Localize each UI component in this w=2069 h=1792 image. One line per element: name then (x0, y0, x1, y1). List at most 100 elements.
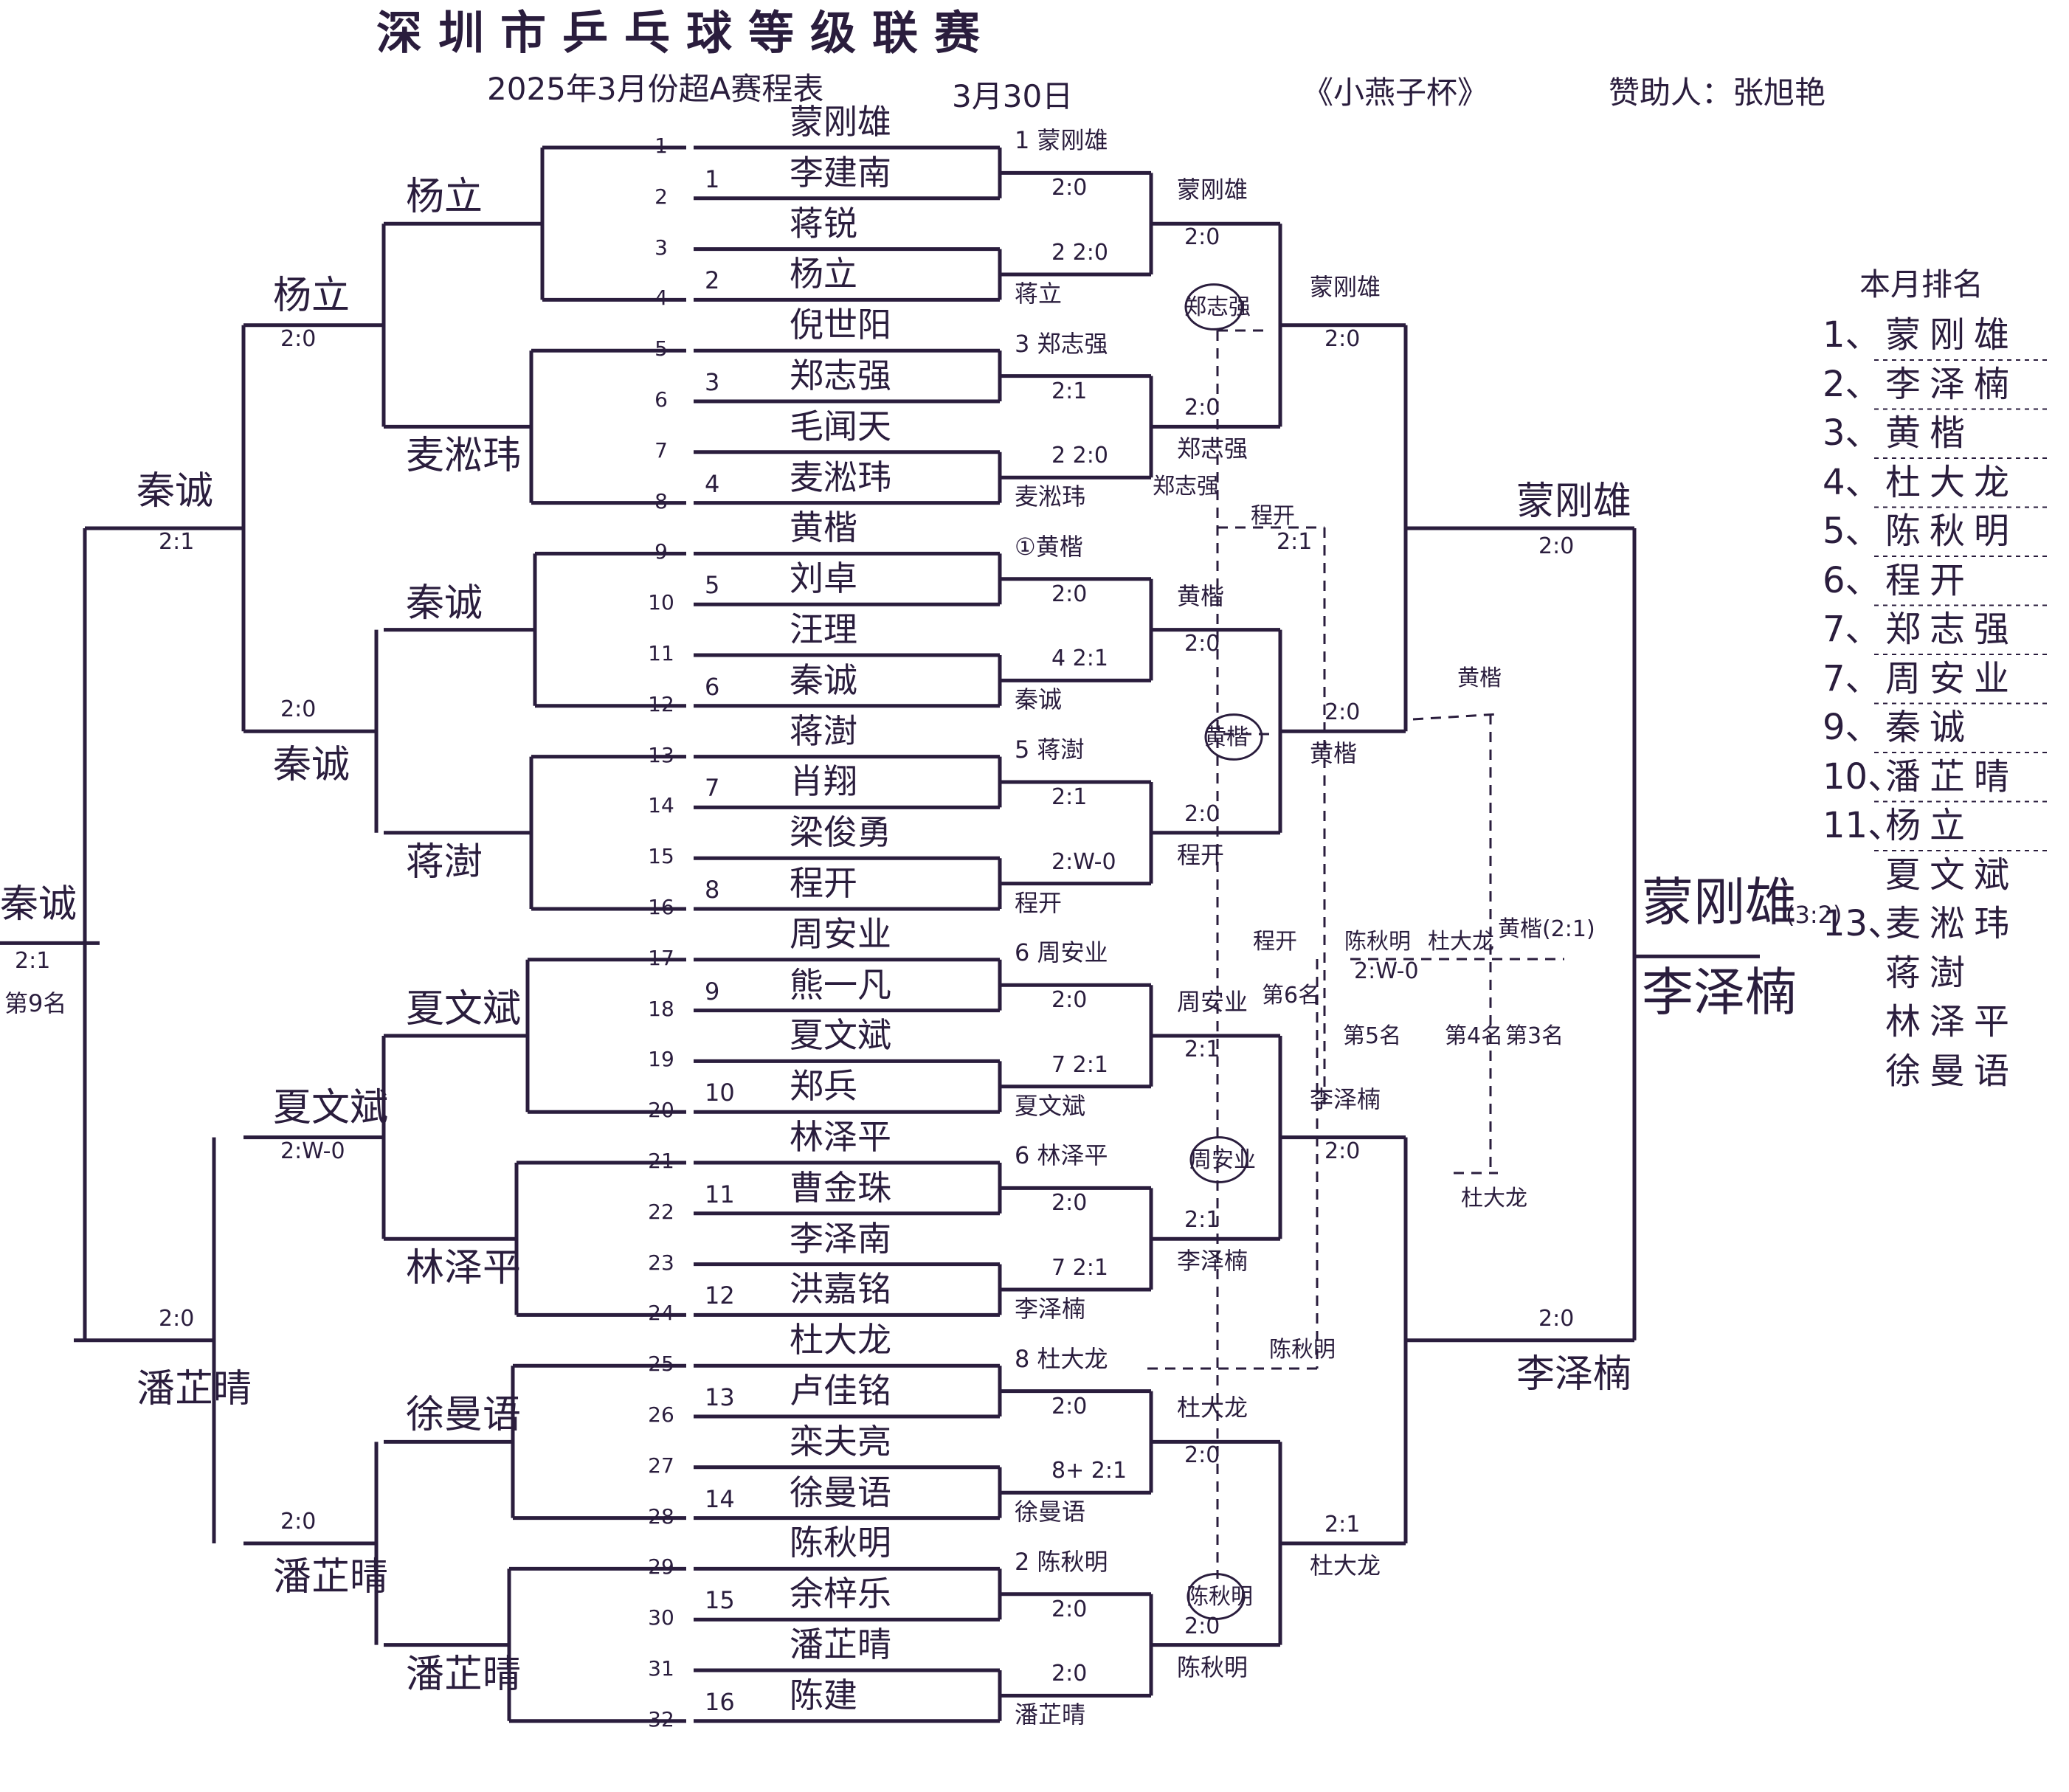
seed-number: 9 (705, 977, 720, 1006)
match-winner: 蒋立 (1015, 280, 1063, 308)
ranking-position: 1、 (1823, 314, 1881, 356)
ranking-position: 4、 (1823, 461, 1881, 503)
round2-score: 2:0 (1184, 1442, 1220, 1469)
round2-score: 2:1 (1184, 1037, 1220, 1062)
player-name: 林泽平 (790, 1117, 891, 1157)
ninth-place-winner: 秦诚 (0, 882, 77, 927)
seed-number: 4 (705, 469, 720, 498)
ranking-position: 6、 (1823, 559, 1881, 601)
player-name: 夏文斌 (790, 1015, 891, 1056)
left-semi-winner: 秦诚 (273, 743, 350, 788)
match-score: 2:1 (1051, 784, 1088, 810)
semi-score: 2:0 (1538, 1305, 1575, 1332)
placement-note: 郑志强 (1153, 474, 1219, 499)
slot-number: 23 (648, 1250, 674, 1275)
placement-note: 黄楷(2:1) (1498, 916, 1595, 942)
slot-number: 16 (648, 895, 674, 919)
slot-number: 2 (654, 184, 668, 209)
ranking-player: 林泽平 (1885, 1001, 2019, 1042)
match-score: 8+ 2:1 (1051, 1458, 1127, 1484)
round2-winner: 周安业 (1177, 988, 1248, 1016)
slot-number: 15 (648, 844, 674, 869)
left-semi-winner: 潘芷晴 (273, 1555, 389, 1599)
match-winner: 2 陈秋明 (1015, 1547, 1108, 1576)
match-score: 2:1 (1051, 378, 1088, 404)
slot-number: 27 (648, 1453, 674, 1478)
slot-number: 1 (654, 134, 668, 158)
left-final-score: 2:1 (159, 529, 195, 555)
player-name: 汪理 (790, 609, 857, 649)
ranking-position: 2、 (1823, 363, 1881, 405)
round2-winner: 杜大龙 (1177, 1394, 1248, 1422)
player-name: 徐曼语 (790, 1472, 891, 1512)
left-quarter-winner: 夏文斌 (406, 987, 522, 1031)
left-quarter-winner: 徐曼语 (406, 1393, 522, 1438)
seed-number: 6 (705, 672, 720, 701)
ranking-position: 13、 (1823, 903, 1904, 944)
slot-number: 7 (654, 437, 668, 463)
round2-winner: 程开 (1177, 840, 1225, 869)
match-winner: 8 杜大龙 (1015, 1344, 1108, 1373)
ranking-player: 黄楷 (1885, 412, 1975, 454)
ranking-player: 徐曼语 (1885, 1050, 2019, 1092)
seed-number: 5 (705, 571, 720, 600)
match-winner: 5 蒋澍 (1015, 736, 1085, 764)
round2-winner: 蒙刚雄 (1177, 176, 1248, 204)
left-final-winner: 潘芷晴 (137, 1366, 252, 1411)
match-winner: 麦淞玮 (1015, 482, 1086, 511)
placement-note: 第4名 (1445, 1023, 1504, 1049)
left-semi-score: 2:W-0 (280, 1138, 345, 1164)
ranking-player: 郑志强 (1885, 609, 2019, 650)
placement-note: 陈秋明 (1344, 929, 1411, 955)
round2-score: 2:1 (1184, 1207, 1220, 1234)
ranking-player: 秦诚 (1885, 707, 1975, 748)
note-circle (1184, 283, 1243, 331)
player-name: 蒙刚雄 (790, 102, 891, 142)
seed-number: 14 (705, 1484, 735, 1513)
match-score: 2:0 (1051, 1596, 1088, 1622)
player-name: 栾夫亮 (790, 1421, 891, 1461)
seed-number: 16 (705, 1687, 735, 1716)
page-title: 深圳市乒乓球等级联赛 (376, 6, 997, 60)
semi-winner: 蒙刚雄 (1516, 480, 1632, 524)
match-score: 2:0 (1051, 987, 1088, 1014)
slot-number: 19 (648, 1047, 674, 1072)
round3-score: 2:0 (1324, 325, 1361, 352)
player-name: 黄楷 (790, 508, 857, 548)
slot-number: 5 (654, 336, 668, 361)
match-score: 2:0 (1051, 175, 1088, 201)
player-name: 周安业 (790, 913, 891, 954)
match-winner: 1 蒙刚雄 (1015, 126, 1108, 155)
player-name: 梁俊勇 (790, 812, 891, 853)
left-final-score: 2:0 (159, 1305, 195, 1332)
seed-number: 8 (705, 876, 720, 904)
slot-number: 30 (648, 1605, 674, 1630)
final-score: (3:2) (1786, 901, 1842, 930)
placement-note: 陈秋明 (1269, 1337, 1336, 1363)
round2-winner: 黄楷 (1177, 581, 1225, 610)
note-circle (1187, 1573, 1246, 1620)
slot-number: 31 (648, 1656, 674, 1681)
slot-number: 3 (654, 235, 668, 260)
match-winner: 3 郑志强 (1015, 329, 1108, 358)
seed-number: 12 (705, 1281, 735, 1310)
player-name: 卢佳铭 (790, 1371, 891, 1411)
match-score: 2:0 (1051, 581, 1088, 607)
match-score: 2:0 (1051, 1190, 1088, 1217)
match-winner: 潘芷晴 (1015, 1701, 1086, 1729)
round2-score: 2:0 (1184, 1613, 1220, 1639)
slot-number: 13 (648, 742, 674, 767)
match-score: 2:0 (1051, 1661, 1088, 1687)
player-name: 余梓乐 (790, 1574, 891, 1614)
player-name: 程开 (790, 863, 857, 903)
seed-number: 15 (705, 1586, 735, 1615)
round2-score: 2:0 (1184, 395, 1220, 421)
slot-number: 6 (654, 387, 668, 412)
left-semi-score: 2:0 (280, 696, 317, 723)
player-name: 秦诚 (790, 660, 857, 700)
ranking-player: 程开 (1885, 559, 1975, 601)
match-winner: 夏文斌 (1015, 1091, 1086, 1120)
seed-number: 3 (705, 368, 720, 396)
slot-number: 25 (648, 1352, 674, 1377)
match-score: 2:W-0 (1051, 848, 1116, 875)
